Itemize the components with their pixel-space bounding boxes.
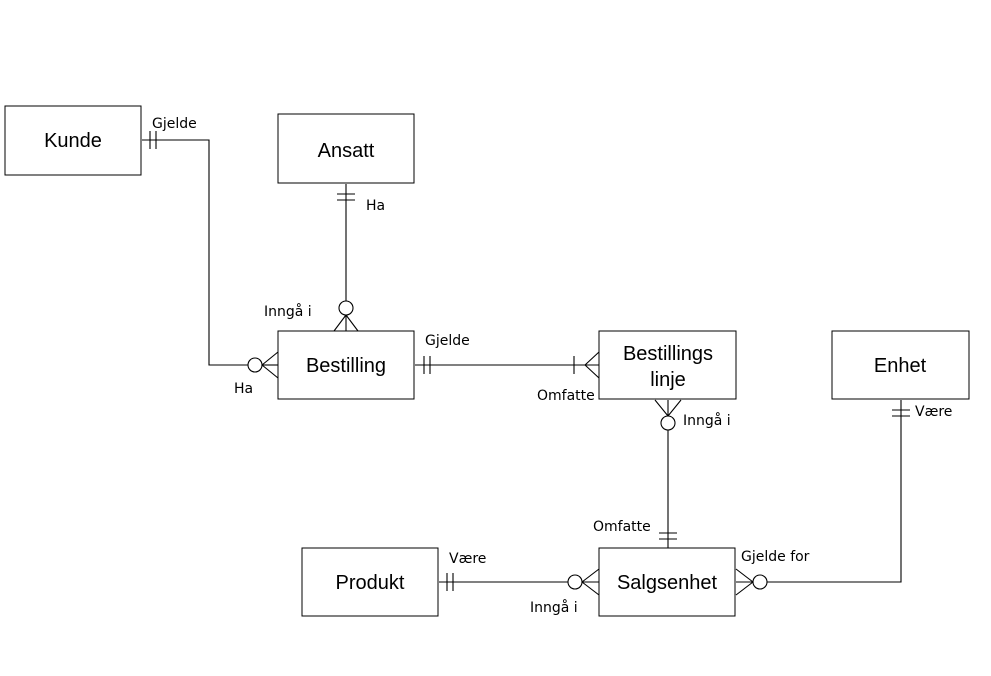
entity-salgsenhet: Salgsenhet	[598, 547, 736, 617]
label-bestilling-ha: Ha	[234, 381, 253, 397]
entity-enhet-label: Enhet	[874, 355, 927, 377]
label-bestilling-innga-i: Inngå i	[264, 303, 312, 320]
entity-bestillingslinje-label-1: Bestillings	[623, 343, 713, 365]
salgsenhet-zero-many-mark-right	[735, 568, 768, 596]
produkt-one-only-mark	[446, 573, 454, 591]
label-enhet-vaere: Være	[915, 404, 952, 420]
entity-produkt: Produkt	[301, 547, 439, 617]
kunde-one-only-mark	[149, 131, 157, 149]
entity-bestilling: Bestilling	[277, 330, 415, 400]
rel-enhet-salgsenhet-line	[767, 400, 902, 583]
linje-one-many-mark	[573, 351, 600, 379]
enhet-one-only-mark	[892, 409, 910, 417]
entity-bestillingslinje-label-2: linje	[650, 369, 686, 391]
entity-kunde: Kunde	[4, 105, 142, 176]
salgsenhet-one-only-mark-top	[659, 532, 677, 540]
entity-bestilling-label: Bestilling	[306, 355, 386, 377]
label-salgsenhet-omfatte: Omfatte	[593, 519, 651, 535]
label-produkt-vaere: Være	[449, 551, 486, 567]
entity-ansatt-label: Ansatt	[318, 140, 375, 162]
label-linje-omfatte: Omfatte	[537, 388, 595, 404]
entity-ansatt: Ansatt	[277, 113, 415, 184]
rel-kunde-bestilling-line	[142, 139, 248, 366]
label-kunde-gjelde: Gjelde	[152, 116, 197, 132]
bestilling-one-only-mark	[423, 356, 431, 374]
entity-enhet: Enhet	[831, 330, 970, 400]
entity-bestillingslinje: Bestillings linje	[598, 330, 737, 400]
label-linje-innga-i: Inngå i	[683, 412, 731, 429]
entity-salgsenhet-label: Salgsenhet	[617, 572, 718, 594]
label-ansatt-ha: Ha	[366, 198, 385, 214]
salgsenhet-zero-many-mark-left	[567, 568, 600, 596]
label-salgsenhet-innga-i: Inngå i	[530, 599, 578, 616]
entity-kunde-label: Kunde	[44, 130, 102, 152]
bestilling-zero-many-mark-top	[333, 300, 359, 332]
label-bestilling-gjelde: Gjelde	[425, 333, 470, 349]
linje-zero-many-mark	[654, 399, 682, 431]
bestilling-zero-many-mark-left	[247, 351, 279, 379]
label-salgsenhet-gjelde-for: Gjelde for	[741, 549, 810, 565]
entity-produkt-label: Produkt	[336, 572, 405, 594]
ansatt-one-only-mark	[337, 193, 355, 201]
